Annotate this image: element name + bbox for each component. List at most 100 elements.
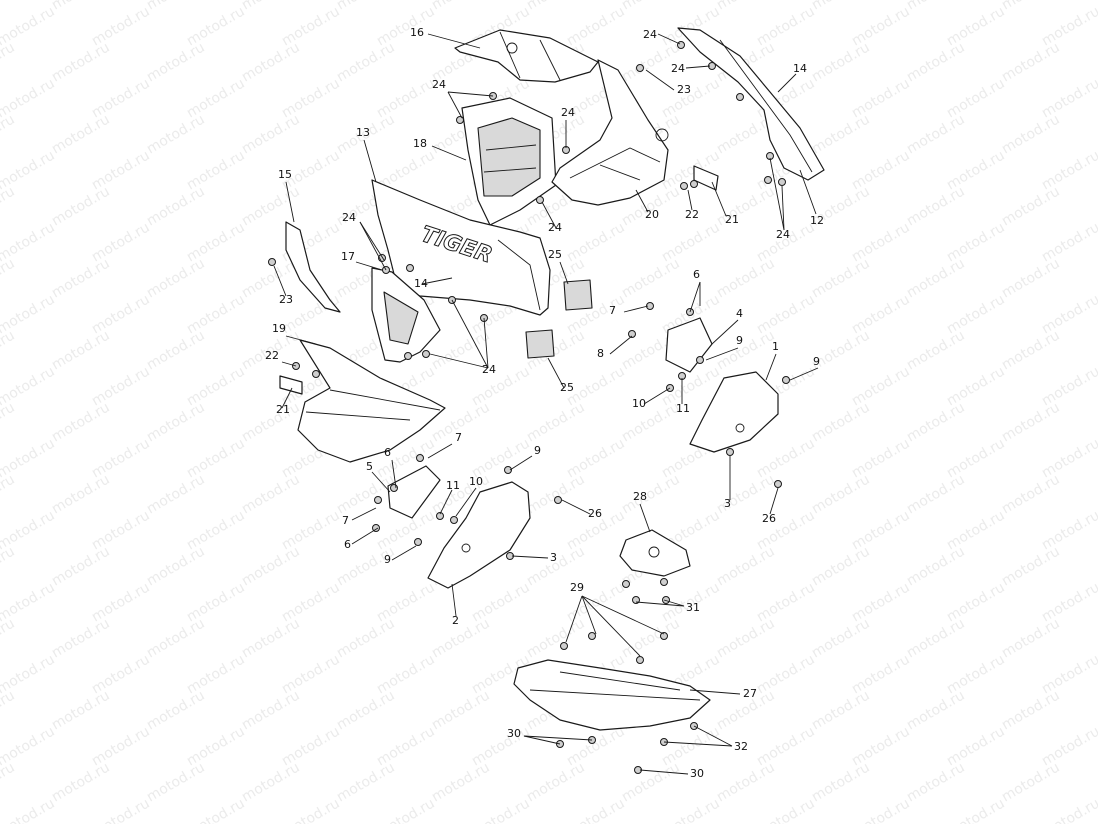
watermark-text: motod.ru (239, 111, 303, 157)
fastener-bolt (554, 496, 562, 504)
leader-line (693, 725, 733, 747)
watermark-text: motod.ru (429, 687, 493, 733)
leader-line (777, 73, 797, 93)
watermark-text: motod.ru (0, 687, 18, 733)
callout-21: 21 (725, 213, 739, 226)
fastener-bolt (680, 182, 688, 190)
watermark-text: motod.ru (144, 327, 208, 373)
leader-line (639, 503, 651, 533)
fastener-bolt (414, 538, 422, 546)
watermark-text: motod.ru (999, 111, 1063, 157)
part-25-grommet-lower (525, 329, 555, 359)
leader-line (799, 169, 817, 215)
fastener-bolt (660, 578, 668, 586)
leader-line (609, 335, 633, 355)
callout-25: 25 (560, 381, 574, 394)
watermark-text: motod.ru (49, 471, 113, 517)
leader-line (547, 357, 565, 389)
watermark-text: motod.ru (904, 111, 968, 157)
leader-line (635, 601, 685, 607)
watermark-text: motod.ru (524, 759, 588, 805)
fastener-bolt (560, 642, 568, 650)
fastener-bolt (726, 448, 734, 456)
watermark-text: motod.ru (1039, 795, 1098, 824)
leader-line (355, 261, 383, 271)
fastener-bolt (536, 196, 544, 204)
leader-line (523, 735, 593, 741)
fastener-bolt (662, 596, 670, 604)
leader-lines (273, 33, 819, 775)
leader-line (781, 185, 785, 231)
leader-line (451, 583, 457, 617)
watermark-text: motod.ru (999, 327, 1063, 373)
leader-line (645, 69, 675, 91)
callout-13: 13 (356, 126, 370, 139)
part-25-grommet-upper (563, 279, 593, 311)
callout-17: 17 (341, 250, 355, 263)
callout-22: 22 (685, 208, 699, 221)
callout-8: 8 (597, 347, 604, 360)
callout-7: 7 (342, 514, 349, 527)
callout-28: 28 (633, 490, 647, 503)
callout-11: 11 (676, 402, 690, 415)
callout-9: 9 (736, 334, 743, 347)
watermark-text: motod.ru (999, 39, 1063, 85)
callout-26: 26 (588, 507, 602, 520)
fastener-bolt (390, 484, 398, 492)
watermark-text: motod.ru (904, 255, 968, 301)
leader-line (273, 265, 287, 297)
watermark-text: motod.ru (0, 399, 18, 445)
watermark-text: motod.ru (524, 399, 588, 445)
leader-line (643, 387, 671, 405)
callout-6: 6 (693, 268, 700, 281)
part-21-clip-left (279, 375, 303, 395)
watermark-text: motod.ru (904, 543, 968, 589)
callout-5: 5 (366, 460, 373, 473)
callout-4: 4 (736, 307, 743, 320)
watermark-text: motod.ru (144, 615, 208, 661)
watermark-text: motod.ru (0, 615, 18, 661)
watermark-text: motod.ru (334, 759, 398, 805)
leader-line (285, 181, 295, 223)
watermark-text: motod.ru (714, 327, 778, 373)
watermark-text: motod.ru (239, 399, 303, 445)
part-2-left-lower-cover (427, 481, 531, 589)
callout-14: 14 (414, 277, 428, 290)
callout-31: 31 (686, 601, 700, 614)
part-20-inner-bracket (551, 59, 669, 206)
part-13-main-side-panel: TIGER (371, 179, 551, 316)
leader-line (581, 595, 665, 635)
leader-line (711, 319, 739, 345)
callout-6: 6 (344, 538, 351, 551)
part-17-frame-bracket (371, 267, 441, 363)
watermark-text: motod.ru (904, 183, 968, 229)
watermark-text: motod.ru (659, 795, 723, 824)
watermark-text: motod.ru (89, 795, 153, 824)
leader-line (431, 145, 467, 161)
watermark-text: motod.ru (619, 0, 683, 13)
watermark-text: motod.ru (999, 687, 1063, 733)
leader-line (439, 489, 453, 515)
leader-line (541, 201, 557, 229)
fastener-bolt (404, 352, 412, 360)
leader-line (285, 335, 317, 345)
watermark-text: motod.ru (904, 0, 968, 13)
leader-line (765, 353, 777, 381)
callout-10: 10 (469, 475, 483, 488)
watermark-text: motod.ru (809, 39, 873, 85)
watermark-text: motod.ru (144, 111, 208, 157)
callout-9: 9 (384, 553, 391, 566)
watermark-text: motod.ru (239, 543, 303, 589)
callout-30: 30 (507, 727, 521, 740)
watermark-text: motod.ru (619, 759, 683, 805)
watermark-text: motod.ru (0, 39, 18, 85)
callout-1: 1 (772, 340, 779, 353)
watermark-text: motod.ru (0, 795, 58, 824)
fastener-bolt (636, 64, 644, 72)
callout-23: 23 (677, 83, 691, 96)
callout-3: 3 (724, 497, 731, 510)
leader-line (391, 459, 397, 489)
fastener-bolt (778, 178, 786, 186)
callout-24: 24 (482, 363, 496, 376)
